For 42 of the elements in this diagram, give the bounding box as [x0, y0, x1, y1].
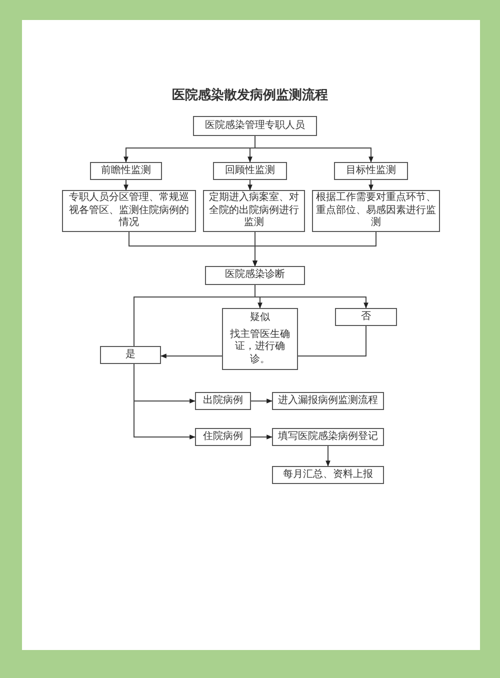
box-label: 定期进入病案室、对全院的出院病例进行监测	[208, 192, 300, 230]
box-note: 找主管医生确证，进行确诊。	[229, 328, 291, 366]
process-box	[62, 190, 196, 232]
process-box	[213, 162, 287, 180]
arrow	[250, 434, 273, 440]
box-label: 医院感染诊断	[225, 269, 285, 282]
process-box	[272, 392, 384, 410]
box-label: 前瞻性监测	[101, 164, 151, 178]
process-box	[90, 162, 162, 180]
arrow	[248, 180, 252, 191]
box-label: 医院感染管理专职人员	[205, 120, 305, 132]
arrow	[368, 180, 374, 191]
box-label: 出院病例	[203, 394, 243, 408]
box-label: 疑似	[250, 312, 270, 324]
process-box	[272, 466, 384, 484]
box-label: 目标性监测	[346, 164, 396, 178]
box-label: 每月汇总、资料上报	[283, 468, 373, 482]
arrow	[124, 180, 128, 191]
process-box	[222, 308, 298, 370]
process-box	[205, 266, 305, 285]
process-box	[195, 428, 251, 446]
box-label: 否	[361, 310, 371, 324]
process-box	[195, 392, 251, 410]
arrow	[160, 354, 222, 358]
arrow	[250, 398, 273, 404]
box-label: 进入漏报病例监测流程	[278, 394, 378, 408]
process-box	[100, 346, 161, 364]
process-box	[334, 162, 408, 180]
diagram-title: 医院感染散发病例监测流程	[171, 86, 329, 104]
arrow	[252, 232, 376, 267]
box-label: 专职人员分区管理、常规巡视各管区、监测住院病例的情况	[68, 192, 190, 230]
process-box	[272, 428, 384, 446]
process-box	[335, 308, 397, 326]
box-label: 填写医院感染病例登记	[278, 430, 378, 444]
box-label: 是	[126, 348, 136, 362]
arrow	[326, 446, 330, 467]
process-box	[193, 116, 317, 136]
box-label: 住院病例	[203, 430, 243, 444]
box-label: 根据工作需要对重点环节、重点部位、易感因素进行监测	[316, 192, 436, 230]
box-label: 回顾性监测	[225, 164, 275, 178]
arrow	[254, 136, 374, 163]
arrow	[134, 364, 196, 440]
